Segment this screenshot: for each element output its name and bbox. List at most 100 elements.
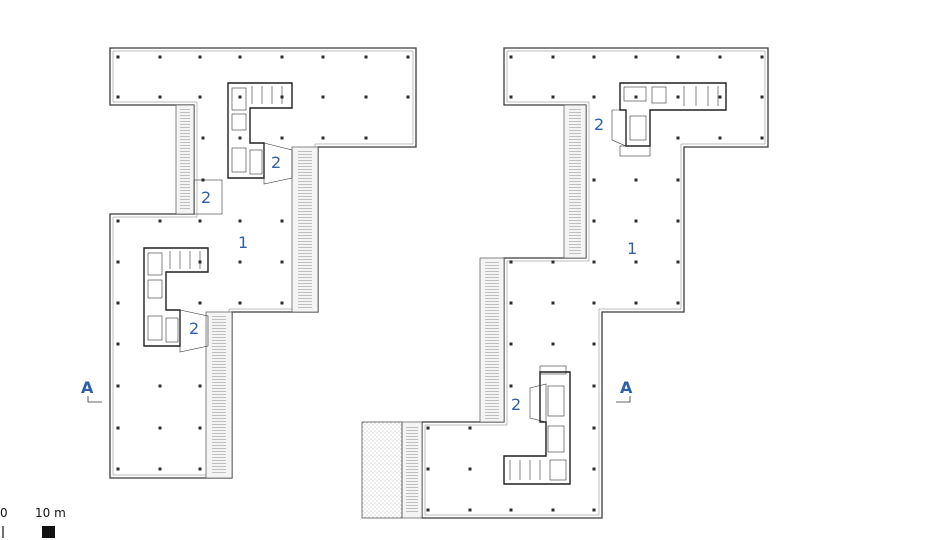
- structural-column: [198, 426, 202, 430]
- structural-column: [280, 136, 284, 140]
- left-ramp-middle-hatch: [298, 150, 312, 309]
- section-marker-left: A: [81, 378, 102, 403]
- structural-column: [158, 426, 162, 430]
- structural-column: [116, 301, 120, 305]
- structural-column: [592, 384, 596, 388]
- structural-column: [676, 95, 680, 99]
- structural-column: [676, 301, 680, 305]
- structural-column: [116, 260, 120, 264]
- structural-column: [280, 301, 284, 305]
- structural-column: [760, 95, 764, 99]
- left-small-room: [193, 179, 223, 215]
- left-zone-2-label-lower: 2: [189, 319, 199, 338]
- structural-column: [116, 384, 120, 388]
- structural-column: [509, 55, 513, 59]
- structural-column: [551, 260, 555, 264]
- structural-column: [198, 467, 202, 471]
- scale-bar: 0 10 m: [0, 506, 66, 538]
- structural-column: [551, 301, 555, 305]
- structural-column: [634, 219, 638, 223]
- structural-column: [592, 95, 596, 99]
- left-zone-2-label-upper: 2: [271, 153, 281, 172]
- structural-column: [634, 55, 638, 59]
- section-marker-left-label: A: [81, 378, 94, 397]
- structural-column: [364, 136, 368, 140]
- structural-column: [198, 55, 202, 59]
- structural-column: [321, 55, 325, 59]
- structural-column: [760, 136, 764, 140]
- section-marker-right: A: [616, 378, 633, 403]
- structural-column: [198, 384, 202, 388]
- structural-column: [238, 260, 242, 264]
- structural-column: [551, 508, 555, 512]
- structural-column: [426, 426, 430, 430]
- structural-column: [406, 55, 410, 59]
- structural-column: [116, 426, 120, 430]
- structural-column: [468, 426, 472, 430]
- structural-column: [592, 467, 596, 471]
- structural-column: [760, 55, 764, 59]
- structural-column: [634, 301, 638, 305]
- structural-column: [509, 260, 513, 264]
- left-zone-2-label-room: 2: [201, 188, 211, 207]
- right-terrace: [361, 421, 403, 519]
- structural-column: [158, 384, 162, 388]
- structural-column: [198, 260, 202, 264]
- structural-column: [592, 301, 596, 305]
- structural-column: [592, 178, 596, 182]
- structural-column: [280, 95, 284, 99]
- structural-column: [321, 136, 325, 140]
- right-zone-1-label: 1: [627, 239, 637, 258]
- structural-column: [116, 342, 120, 346]
- structural-column: [364, 95, 368, 99]
- structural-column: [676, 260, 680, 264]
- structural-column: [426, 467, 430, 471]
- structural-column: [592, 55, 596, 59]
- structural-column: [280, 219, 284, 223]
- section-marker-right-label: A: [620, 378, 633, 397]
- structural-column: [198, 219, 202, 223]
- structural-column: [364, 55, 368, 59]
- structural-column: [116, 95, 120, 99]
- structural-column: [201, 178, 205, 182]
- structural-column: [551, 55, 555, 59]
- structural-column: [468, 508, 472, 512]
- structural-column: [509, 508, 513, 512]
- structural-column: [634, 95, 638, 99]
- structural-column: [676, 136, 680, 140]
- structural-column: [468, 467, 472, 471]
- structural-column: [426, 508, 430, 512]
- structural-column: [198, 301, 202, 305]
- left-ramp-lower-hatch: [212, 315, 226, 475]
- structural-column: [509, 95, 513, 99]
- structural-column: [201, 136, 205, 140]
- structural-column: [321, 95, 325, 99]
- structural-column: [592, 426, 596, 430]
- left-ramp-upper-hatch: [180, 108, 190, 211]
- right-lower-core: [503, 365, 571, 485]
- structural-column: [718, 55, 722, 59]
- structural-column: [158, 219, 162, 223]
- structural-column: [238, 301, 242, 305]
- structural-column: [116, 55, 120, 59]
- structural-column: [280, 260, 284, 264]
- left-zone-1-label: 1: [238, 233, 248, 252]
- structural-column: [198, 95, 202, 99]
- right-zone-2-label-lower: 2: [511, 395, 521, 414]
- structural-column: [718, 136, 722, 140]
- structural-column: [116, 467, 120, 471]
- right-ramp-middle-hatch: [485, 261, 499, 419]
- structural-column: [280, 55, 284, 59]
- structural-column: [238, 95, 242, 99]
- scale-ten-block: [42, 526, 55, 538]
- left-lower-core: [143, 247, 209, 353]
- structural-column: [551, 342, 555, 346]
- structural-column: [592, 260, 596, 264]
- left-floor-plan: 1 2 2 2: [109, 47, 417, 479]
- right-upper-core: [611, 82, 727, 157]
- structural-column: [238, 136, 242, 140]
- structural-column: [238, 219, 242, 223]
- structural-column: [634, 178, 638, 182]
- left-upper-core: [227, 82, 293, 185]
